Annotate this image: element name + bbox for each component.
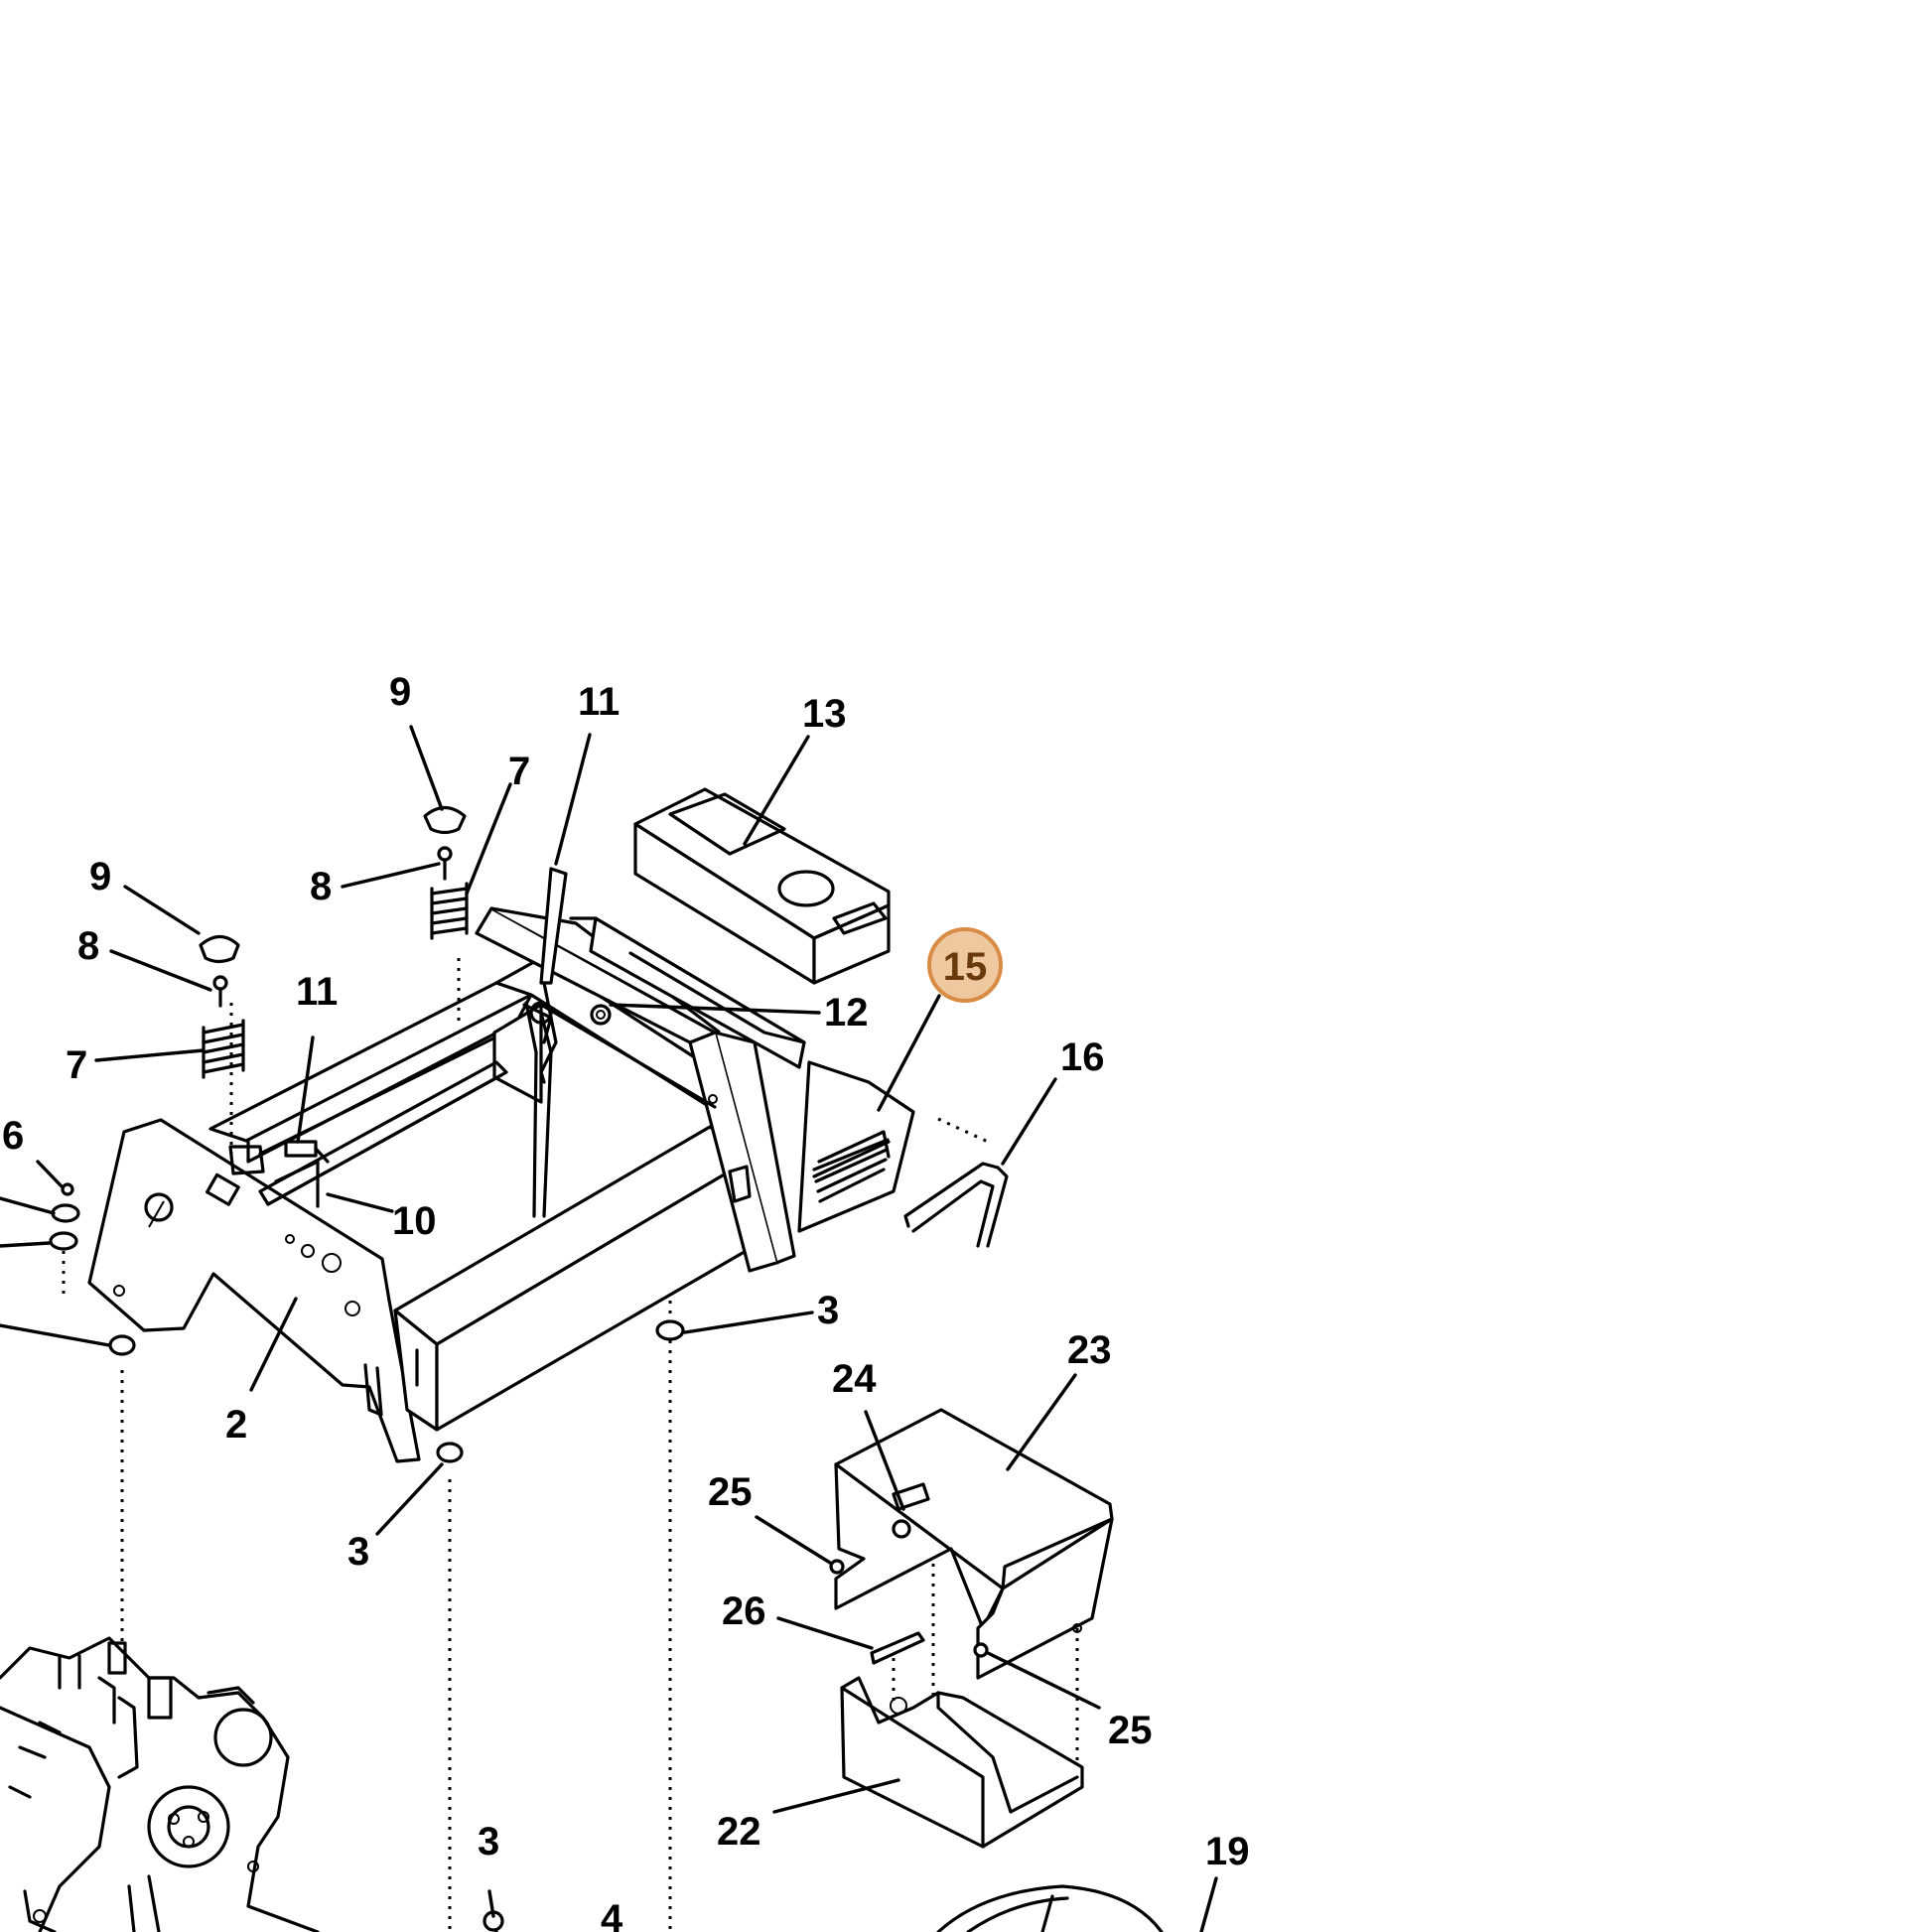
- callout-9: 9: [389, 670, 411, 714]
- callout-19: 19: [1205, 1830, 1250, 1873]
- callout-16: 16: [1060, 1035, 1105, 1079]
- assembly-guide-lines: [62, 958, 1079, 1932]
- callout-9: 9: [89, 855, 111, 898]
- part-19-wheel: [936, 1884, 1164, 1932]
- callout-23: 23: [1067, 1328, 1112, 1372]
- callout-24: 24: [832, 1357, 877, 1401]
- part-15-box: [797, 1060, 915, 1233]
- callout-12: 12: [824, 991, 869, 1035]
- engine-partial: [0, 1636, 320, 1932]
- part-16-bracket: [903, 1162, 1009, 1248]
- part-26-bracket: [870, 1631, 925, 1665]
- callout-10: 10: [392, 1199, 437, 1243]
- callout-7: 7: [508, 750, 530, 793]
- callout-3: 3: [478, 1820, 499, 1863]
- callout-26: 26: [722, 1589, 766, 1633]
- callout-25: 25: [1108, 1709, 1153, 1752]
- callout-22: 22: [717, 1810, 761, 1854]
- callout-13: 13: [802, 692, 847, 736]
- callout-3: 3: [347, 1530, 369, 1574]
- part-23-cover: [829, 1408, 1114, 1680]
- callout-15[interactable]: 15: [943, 945, 988, 989]
- highlighted-callout-15[interactable]: 15: [927, 927, 1003, 1003]
- callout-11: 11: [578, 680, 620, 724]
- callout-6: 6: [2, 1114, 24, 1158]
- springs-and-knobs: [49, 805, 685, 1932]
- part-22-tray: [840, 1676, 1084, 1849]
- callout-4: 4: [601, 1897, 623, 1932]
- callout-25: 25: [708, 1470, 753, 1514]
- callout-8: 8: [77, 924, 99, 968]
- callout-2: 2: [225, 1403, 247, 1447]
- leader-lines: [0, 725, 1218, 1932]
- part-13-console-tray: [633, 787, 891, 985]
- highlight-circle[interactable]: [927, 927, 1003, 1003]
- callout-labels: 9 11 13 7 9 8 8 11 12 16 7 6 10 3 23 24 …: [2, 670, 1250, 1932]
- callout-3: 3: [817, 1289, 839, 1332]
- main-frame: [87, 867, 806, 1463]
- callout-8: 8: [310, 865, 332, 908]
- callout-7: 7: [66, 1043, 87, 1087]
- callout-11: 11: [296, 970, 338, 1014]
